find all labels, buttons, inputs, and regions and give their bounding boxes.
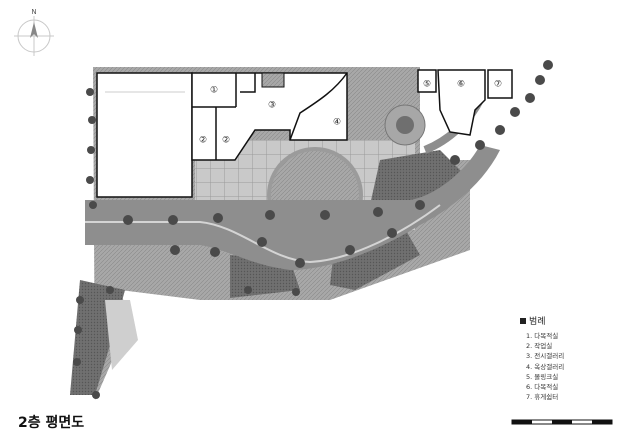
legend-item: 5. 몰링크실 <box>526 372 559 381</box>
legend-item: 7. 휴게쉼터 <box>526 393 559 402</box>
scale-bar-icon <box>511 419 613 425</box>
building-east <box>417 69 513 136</box>
north-arrow-icon: N <box>14 8 54 56</box>
plan-title: 2층 평면도 <box>18 415 85 431</box>
legend-list: 1. 다목적실 2. 작업실 3. 전시갤러리 4. 옥상갤러리 5. 몰링크실… <box>526 331 620 402</box>
room-label-5: ⑤ <box>423 80 431 90</box>
legend-item: 3. 전시갤러리 <box>526 352 565 361</box>
legend-item: 2. 작업실 <box>526 342 553 351</box>
room-label-6: ⑥ <box>457 80 465 90</box>
legend-item: 4. 옥상갤러리 <box>526 362 565 371</box>
trees <box>73 60 553 399</box>
legend-header-label: 범례 <box>529 317 546 327</box>
legend-item: 6. 다목적실 <box>526 383 559 392</box>
room-label-7: ⑦ <box>494 80 502 90</box>
building-main <box>191 72 348 161</box>
legend-square-icon <box>520 317 526 324</box>
room-label-4: ④ <box>333 118 341 128</box>
curved-walkway <box>85 145 500 270</box>
legend-header: 범례 <box>520 314 620 327</box>
circular-deck <box>384 104 426 146</box>
svg-text:N: N <box>31 8 36 16</box>
room-label-2b: ② <box>222 136 230 146</box>
building-left <box>96 72 193 198</box>
room-label-1: ① <box>210 86 218 96</box>
legend-item: 1. 다목적실 <box>526 332 559 340</box>
room-label-3: ③ <box>268 101 276 111</box>
legend: 범례 1. 다목적실 2. 작업실 3. 전시갤러리 4. 옥상갤러리 5. 몰… <box>520 314 620 402</box>
room-label-2a: ② <box>199 136 207 146</box>
